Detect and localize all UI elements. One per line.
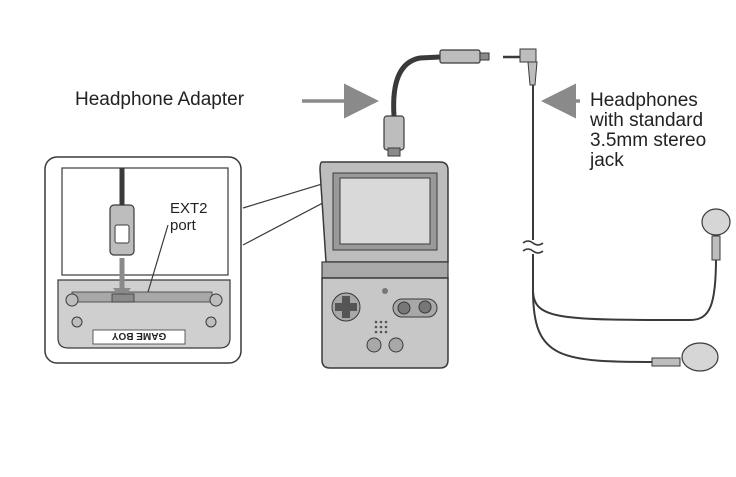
- game-console: [319, 161, 449, 369]
- headphones-label-line: jack: [590, 150, 624, 171]
- ext2-inset-panel: GAME BOY: [44, 156, 242, 364]
- headphone-adapter: [383, 49, 490, 157]
- headphones-label-line: Headphones: [590, 90, 698, 111]
- ext2-port-label: EXT2 port: [170, 200, 208, 234]
- console-screen: [339, 177, 431, 245]
- headphone-adapter-label: Headphone Adapter: [75, 89, 245, 110]
- headphones-label-line: 3.5mm stereo: [590, 130, 707, 151]
- headphones-label-line: with standard: [590, 110, 704, 131]
- headphones-label: Headphones with standard 3.5mm stereo ja…: [590, 91, 706, 171]
- ext2-label-line: EXT2: [170, 200, 208, 217]
- ext2-label-line: port: [170, 217, 196, 234]
- headphones: [503, 48, 731, 372]
- game-boy-logo: GAME BOY: [111, 330, 166, 341]
- dpad-icon: [331, 292, 361, 322]
